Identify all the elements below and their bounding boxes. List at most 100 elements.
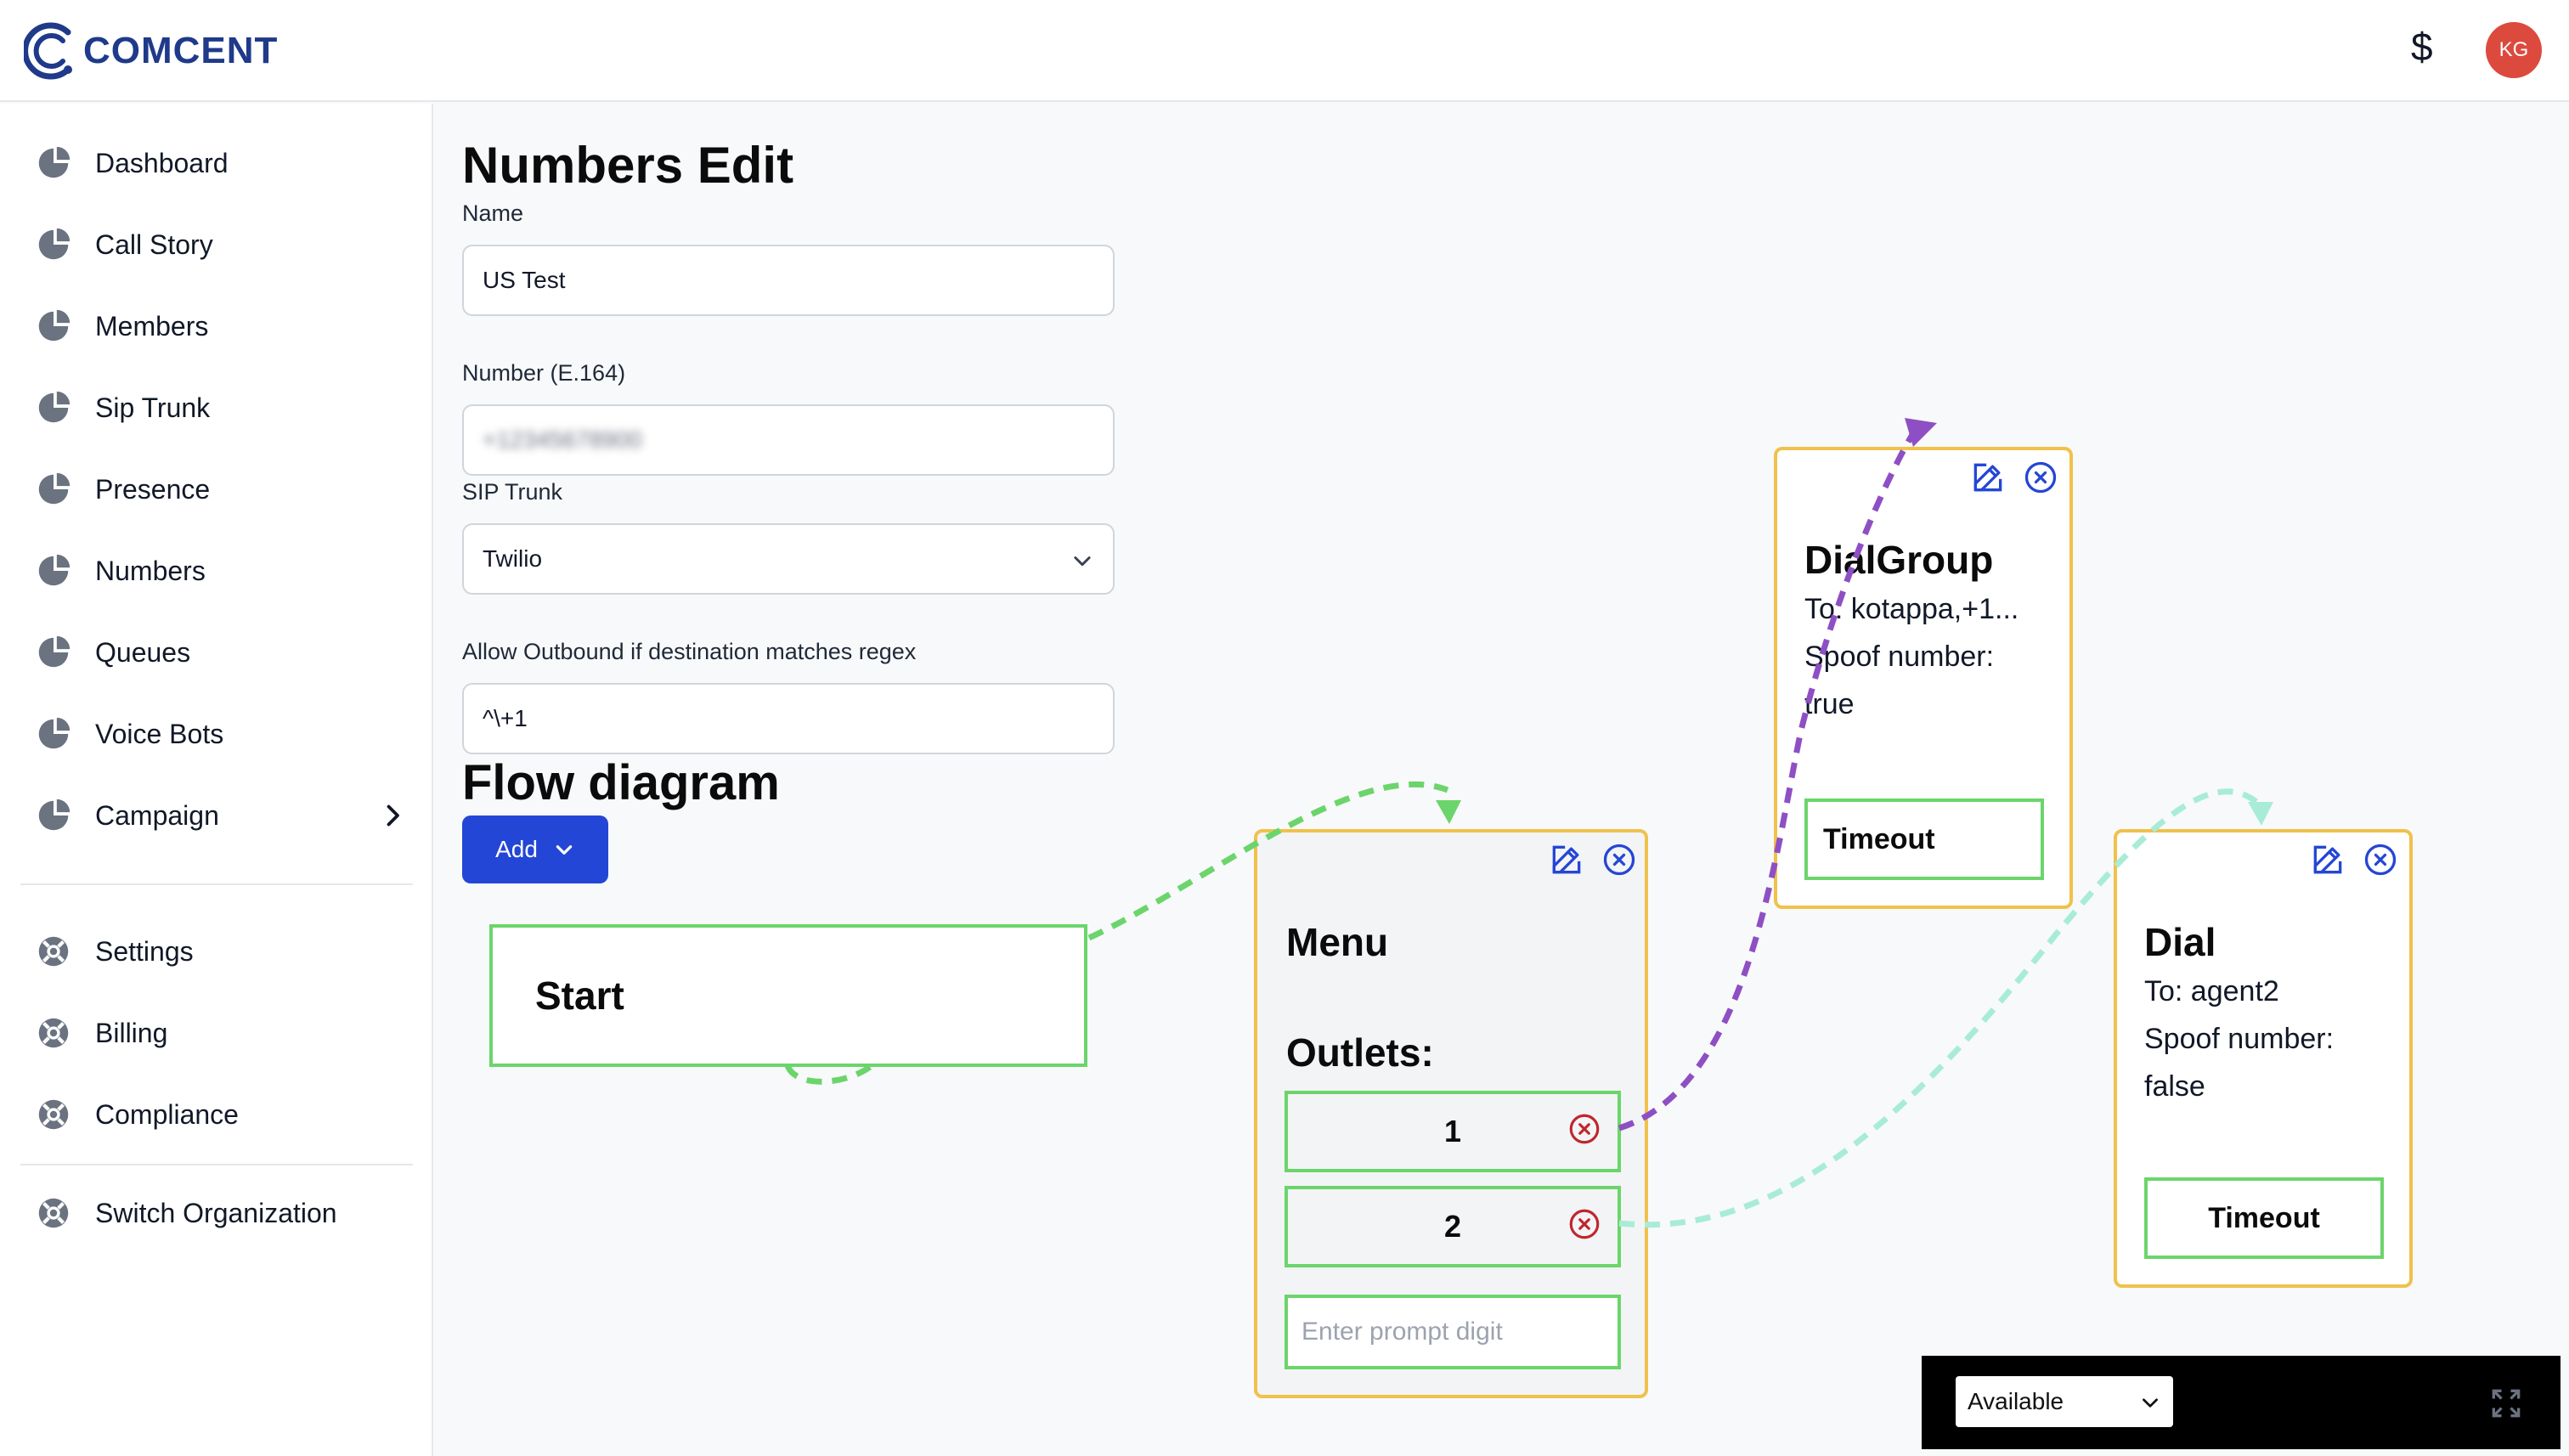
sidebar-item-label: Switch Organization [95,1197,337,1228]
lifebuoy-icon [34,1013,73,1052]
edge-arrowhead [1905,418,1937,447]
menu-node[interactable]: Menu Outlets: 1 2 Enter prompt digit [1254,829,1648,1398]
dial-spoof-value: false [2144,1070,2205,1103]
name-input[interactable]: US Test [462,245,1115,316]
pie-chart-icon [34,144,73,183]
edit-icon[interactable] [1969,459,2007,496]
sidebar-item-call-story[interactable]: Call Story [34,219,408,270]
edit-icon[interactable] [2309,841,2346,878]
number-input[interactable]: +12345678900 [462,404,1115,476]
sidebar-divider [20,1164,413,1165]
pie-chart-icon [34,796,73,835]
sidebar-item-members[interactable]: Members [34,301,408,352]
comcent-logo-icon [24,22,72,80]
sidebar-item-dashboard[interactable]: Dashboard [34,138,408,189]
start-node-label: Start [535,973,624,1018]
pie-chart-icon [34,307,73,346]
outlet-1[interactable]: 1 [1284,1091,1621,1172]
outlet-2[interactable]: 2 [1284,1186,1621,1267]
comcent-logo[interactable]: COMCENT [24,19,278,83]
expand-icon[interactable] [2487,1385,2525,1422]
lifebuoy-icon [34,932,73,971]
page-title: Numbers Edit [462,137,794,194]
sip-trunk-select[interactable]: Twilio [462,523,1115,595]
sidebar-item-label: Presence [95,473,211,505]
dialgroup-spoof-label: Spoof number: [1804,641,1995,673]
timeout-label: Timeout [1823,822,1935,855]
sidebar-item-voice-bots[interactable]: Voice Bots [34,708,408,759]
sip-trunk-label: SIP Trunk [462,479,563,505]
softphone-status-bar: Available [1922,1356,2561,1449]
sidebar-item-label: Call Story [95,229,213,260]
close-circle-icon[interactable] [2022,459,2059,496]
pie-chart-icon [34,225,73,264]
sidebar-item-queues[interactable]: Queues [34,627,408,678]
dialgroup-node[interactable]: DialGroup To: kotappa,+1... Spoof number… [1774,447,2073,909]
sidebar-item-label: Billing [95,1017,168,1048]
outlet-label: 1 [1443,1114,1462,1148]
brand-name: COMCENT [83,30,279,71]
sidebar-item-sip-trunk[interactable]: Sip Trunk [34,382,408,433]
outlet-label: 2 [1443,1209,1462,1244]
dialgroup-title: DialGroup [1804,538,1994,582]
sidebar-item-switch-organization[interactable]: Switch Organization [34,1188,408,1239]
sidebar-item-label: Members [95,310,209,341]
outlets-label: Outlets: [1286,1030,1434,1075]
dialgroup-to: To: kotappa,+1... [1804,593,2019,625]
number-input-value: +12345678900 [483,426,642,453]
menu-node-title: Menu [1286,920,1389,964]
sidebar-item-billing[interactable]: Billing [34,1007,408,1058]
sidebar-item-label: Voice Bots [95,718,224,749]
flow-diagram-title: Flow diagram [462,755,780,810]
sidebar-item-label: Settings [95,935,194,967]
dialgroup-timeout-outlet[interactable]: Timeout [1804,799,2044,880]
prompt-digit-input[interactable]: Enter prompt digit [1284,1295,1621,1369]
sidebar-divider [20,883,413,885]
lifebuoy-icon [34,1095,73,1134]
pie-chart-icon [34,551,73,590]
number-label: Number (E.164) [462,360,626,386]
edit-icon[interactable] [1548,841,1585,878]
add-button-label: Add [495,836,538,862]
dial-timeout-outlet[interactable]: Timeout [2144,1177,2384,1259]
regex-input[interactable]: ^\+1 [462,683,1115,754]
remove-outlet-icon[interactable] [1567,1111,1602,1147]
sidebar-item-label: Numbers [95,555,206,586]
start-node[interactable]: Start [489,924,1087,1067]
sidebar-item-label: Dashboard [95,147,229,178]
dial-title: Dial [2144,920,2216,964]
regex-label: Allow Outbound if destination matches re… [462,639,917,664]
sidebar-item-label: Compliance [95,1098,239,1130]
dialgroup-spoof-value: true [1804,688,1855,720]
sidebar-item-campaign[interactable]: Campaign [34,790,408,841]
dial-to: To: agent2 [2144,975,2279,1007]
dial-node[interactable]: Dial To: agent2 Spoof number: false Time… [2114,829,2413,1288]
user-avatar[interactable]: KG [2486,22,2542,78]
close-circle-icon[interactable] [2362,841,2399,878]
remove-outlet-icon[interactable] [1567,1206,1602,1242]
name-input-value: US Test [483,267,566,293]
sidebar-item-compliance[interactable]: Compliance [34,1089,408,1140]
sidebar-item-presence[interactable]: Presence [34,464,408,515]
sidebar-item-settings[interactable]: Settings [34,926,408,977]
chevron-down-icon [1074,556,1091,567]
edge-arrowhead [1436,800,1461,824]
pie-chart-icon [34,714,73,753]
close-circle-icon[interactable] [1601,841,1638,878]
chevron-down-icon [2143,1398,2158,1408]
sidebar-item-label: Campaign [95,799,219,831]
add-node-button[interactable]: Add [462,815,608,883]
dial-spoof-label: Spoof number: [2144,1023,2335,1055]
availability-select[interactable]: Available [1956,1376,2173,1427]
chevron-down-icon [556,845,573,855]
edge-arrowhead [2248,802,2273,826]
prompt-digit-placeholder: Enter prompt digit [1301,1318,1503,1346]
sidebar-item-label: Queues [95,636,191,668]
regex-input-value: ^\+1 [483,705,528,731]
pie-chart-icon [34,388,73,427]
timeout-label: Timeout [2208,1201,2320,1234]
pie-chart-icon [34,633,73,672]
sidebar-item-numbers[interactable]: Numbers [34,545,408,596]
billing-dollar-icon[interactable]: $ [2411,25,2433,69]
chevron-right-icon[interactable] [377,800,408,831]
